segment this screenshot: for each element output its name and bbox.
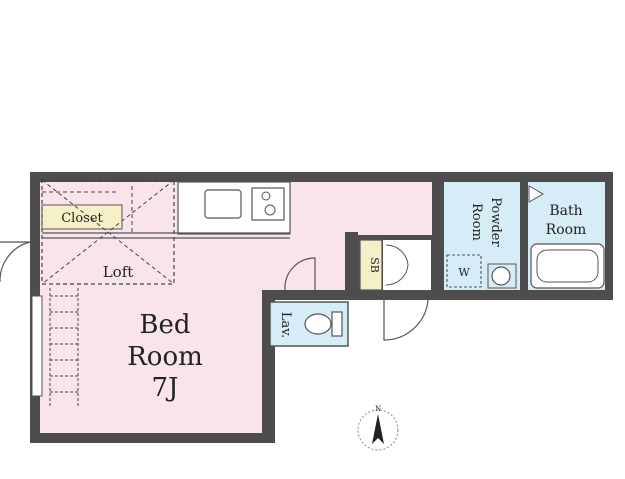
entry-floor	[383, 240, 431, 290]
wall-segment	[345, 232, 358, 298]
bath-room-label-line2: Room	[546, 222, 587, 238]
door-swing	[0, 241, 31, 282]
door-swing	[383, 299, 429, 341]
closet-label: Closet	[61, 211, 103, 226]
bedroom-label-line1: Bed	[139, 310, 190, 340]
window	[31, 295, 43, 397]
vanity	[487, 263, 517, 289]
burner-icon	[261, 191, 271, 201]
bedroom-size: 7J	[152, 373, 179, 403]
compass-label: N	[375, 405, 381, 413]
bath-room-label-line1: Bath	[549, 203, 582, 219]
toilet-icon	[304, 311, 343, 337]
wall-segment	[432, 182, 444, 300]
compass-icon	[357, 409, 399, 451]
wall-segment	[520, 182, 528, 290]
shoe-box-floor	[359, 239, 383, 291]
door-swing	[284, 257, 316, 291]
powder-room-label-line1: Powder	[488, 197, 503, 247]
wall-segment	[262, 290, 352, 298]
sink-icon	[491, 266, 511, 286]
bedroom-floor	[40, 182, 432, 433]
cabinet-door	[385, 244, 409, 286]
bedroom-label-line2: Room	[127, 342, 203, 372]
wall-segment	[262, 290, 270, 436]
loft-ladder	[49, 288, 79, 408]
kitchen-sink	[204, 189, 242, 219]
bathtub-inner	[536, 249, 599, 283]
washer-space	[446, 254, 482, 288]
shoe-box-label: SB	[368, 257, 381, 273]
washer-label: W	[458, 266, 470, 279]
closet-floor	[41, 204, 123, 230]
lavatory-label: Lav.	[278, 312, 293, 338]
loft-outline	[41, 179, 175, 285]
loft-label: Loft	[103, 263, 134, 281]
bath-door-marker	[528, 185, 545, 203]
burner-icon	[264, 204, 276, 216]
loft-diagonal	[41, 179, 175, 285]
powder-room-label-line2: Room	[469, 203, 484, 241]
